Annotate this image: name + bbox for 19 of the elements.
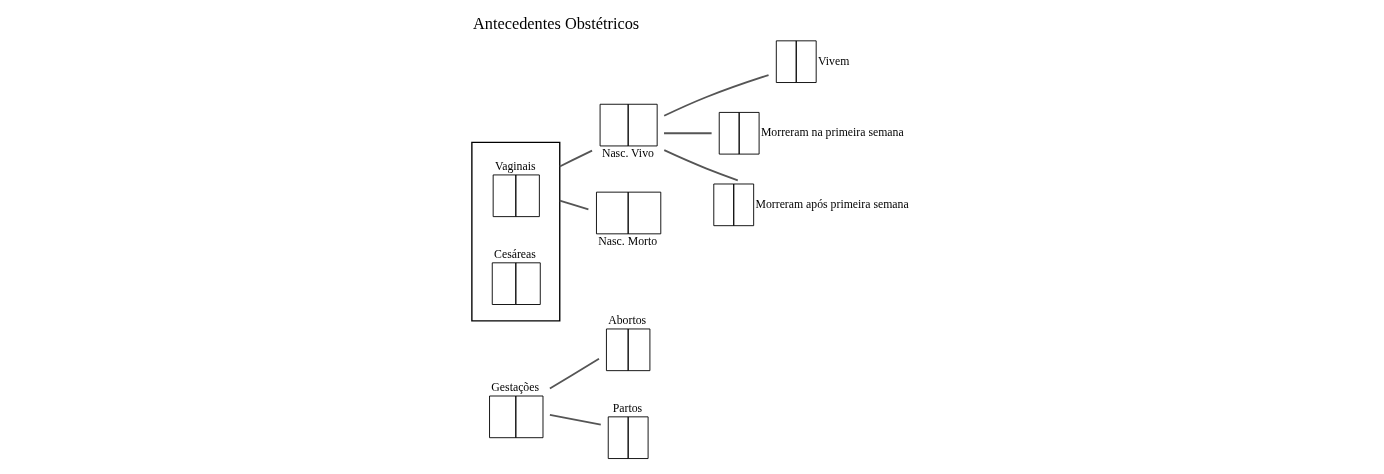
node-label: Morreram após primeira semana bbox=[754, 197, 909, 211]
node-label: Partos bbox=[612, 401, 642, 415]
connector bbox=[558, 149, 593, 168]
diagram-title: Antecedentes Obstétricos bbox=[472, 13, 639, 33]
node-label: Abortos bbox=[607, 313, 646, 327]
node-label: Morreram na primeira semana bbox=[760, 126, 904, 140]
node-label: Vivem bbox=[817, 54, 849, 68]
node-label: Vaginais bbox=[494, 159, 536, 173]
node-label: Nasc. Vivo bbox=[601, 147, 654, 161]
connector bbox=[662, 74, 769, 117]
node-label: Gestações bbox=[490, 380, 539, 394]
node-label: Nasc. Morto bbox=[597, 235, 657, 249]
cluster bbox=[470, 141, 560, 322]
connector bbox=[558, 199, 589, 211]
connector bbox=[548, 357, 600, 390]
connector bbox=[548, 414, 602, 426]
connector bbox=[662, 149, 739, 182]
connector bbox=[662, 132, 712, 135]
node-label: Cesáreas bbox=[493, 247, 536, 261]
